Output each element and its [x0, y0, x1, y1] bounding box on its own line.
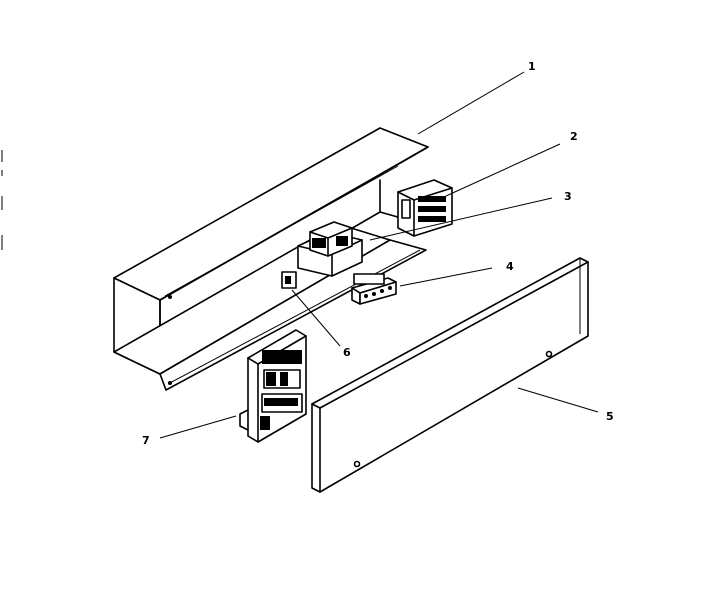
leader-5	[517, 387, 599, 413]
callout-5: 5	[606, 410, 614, 423]
part-5-front-panel	[311, 257, 589, 493]
leader-lines	[159, 71, 599, 439]
part-7-control-board	[239, 329, 307, 443]
callout-labels: 1 2 3 4 5 6 7	[142, 60, 614, 447]
callout-2: 2	[570, 130, 578, 143]
leader-2	[445, 143, 561, 197]
callout-6: 6	[343, 346, 351, 359]
callout-3: 3	[564, 190, 572, 203]
callout-4: 4	[506, 260, 514, 273]
callout-1: 1	[528, 60, 536, 73]
leader-3	[369, 197, 553, 241]
callout-7: 7	[142, 434, 150, 447]
leader-1	[417, 71, 525, 135]
part-3-transformer	[297, 221, 363, 277]
leader-4	[399, 267, 493, 287]
leader-7	[159, 415, 237, 439]
part-6-switch	[281, 271, 297, 289]
leader-6	[291, 289, 341, 347]
part-4-terminal-strip	[351, 273, 397, 305]
part-2-relay-block	[397, 179, 453, 237]
